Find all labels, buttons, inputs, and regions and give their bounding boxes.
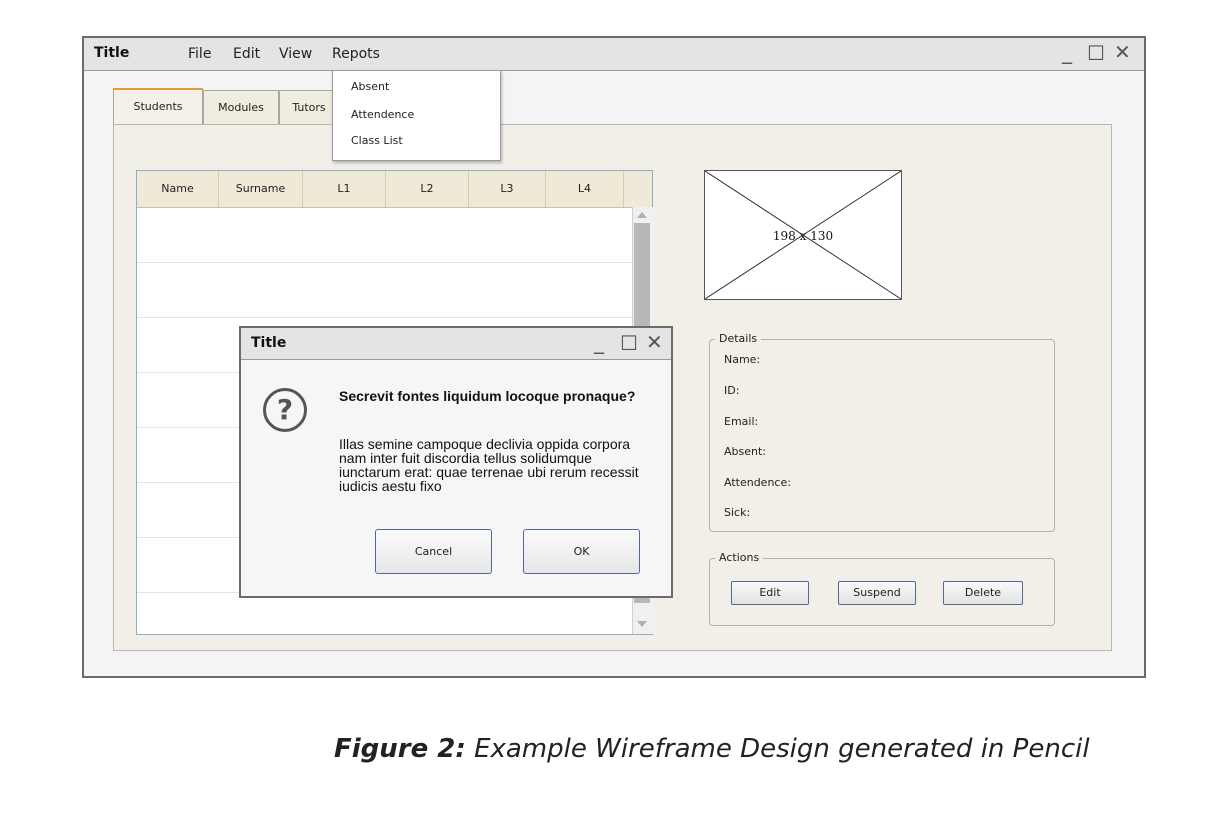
detail-name-label: Name:	[724, 353, 761, 366]
close-icon[interactable]: ✕	[1114, 40, 1131, 64]
detail-id-label: ID:	[724, 384, 740, 397]
dialog-title: Title	[251, 335, 287, 351]
figure-caption-label: Figure 2:	[334, 734, 466, 764]
menu-file[interactable]: File	[188, 46, 212, 62]
menu-edit[interactable]: Edit	[233, 46, 261, 62]
menu-repots[interactable]: Repots	[332, 46, 380, 62]
details-group	[709, 339, 1055, 532]
placeholder-cross-icon	[705, 171, 901, 299]
menu-item-class-list[interactable]: Class List	[351, 134, 403, 147]
menu-item-absent[interactable]: Absent	[351, 80, 390, 93]
suspend-button[interactable]: Suspend	[838, 581, 916, 605]
tab-tutors[interactable]: Tutors	[279, 90, 339, 124]
table-row[interactable]	[137, 262, 632, 263]
column-header-name[interactable]: Name	[137, 171, 219, 207]
detail-attendence-label: Attendence:	[724, 476, 791, 489]
confirm-dialog: Title _ ☐ ✕ ? Secrevit fontes liquidum l…	[239, 326, 673, 598]
dialog-maximize-icon[interactable]: ☐	[620, 331, 638, 355]
dialog-minimize-icon[interactable]: _	[594, 330, 604, 354]
tab-modules[interactable]: Modules	[203, 90, 279, 124]
detail-absent-label: Absent:	[724, 445, 766, 458]
dialog-titlebar: Title _ ☐ ✕	[241, 328, 671, 360]
tab-students[interactable]: Students	[113, 88, 203, 124]
image-placeholder-label: 198 x 130	[772, 229, 834, 243]
column-header-l2[interactable]: L2	[386, 171, 469, 207]
cancel-button[interactable]: Cancel	[375, 529, 492, 574]
ok-button[interactable]: OK	[523, 529, 640, 574]
edit-button[interactable]: Edit	[731, 581, 809, 605]
delete-button[interactable]: Delete	[943, 581, 1023, 605]
dialog-message: Illas semine campoque declivia oppida co…	[339, 436, 639, 494]
detail-sick-label: Sick:	[724, 506, 751, 519]
column-header-l4[interactable]: L4	[546, 171, 624, 207]
window-titlebar: Title File Edit View Repots _ ☐ ✕	[84, 38, 1144, 71]
image-placeholder: 198 x 130	[704, 170, 902, 300]
column-header-surname[interactable]: Surname	[219, 171, 303, 207]
table-header: Name Surname L1 L2 L3 L4	[137, 171, 652, 208]
details-legend: Details	[715, 332, 762, 345]
figure-caption: Figure 2: Example Wireframe Design gener…	[334, 734, 1090, 764]
table-row[interactable]	[137, 317, 632, 318]
maximize-icon[interactable]: ☐	[1087, 41, 1105, 65]
main-window: Title File Edit View Repots _ ☐ ✕ Studen…	[82, 36, 1146, 678]
actions-group	[709, 558, 1055, 626]
figure-caption-text: Example Wireframe Design generated in Pe…	[474, 734, 1090, 764]
actions-legend: Actions	[715, 551, 764, 564]
dialog-heading: Secrevit fontes liquidum locoque pronaqu…	[339, 388, 636, 404]
scroll-down-icon[interactable]	[635, 619, 649, 629]
question-icon: ?	[263, 388, 307, 432]
detail-email-label: Email:	[724, 415, 759, 428]
column-header-l1[interactable]: L1	[303, 171, 386, 207]
scroll-up-icon[interactable]	[635, 210, 649, 220]
dialog-close-icon[interactable]: ✕	[646, 330, 663, 354]
minimize-icon[interactable]: _	[1062, 40, 1072, 64]
column-header-l3[interactable]: L3	[469, 171, 546, 207]
menu-item-attendence[interactable]: Attendence	[351, 108, 415, 121]
reports-dropdown-menu: Absent Attendence Class List	[332, 70, 501, 161]
menu-view[interactable]: View	[279, 46, 313, 62]
window-title: Title	[94, 45, 130, 61]
